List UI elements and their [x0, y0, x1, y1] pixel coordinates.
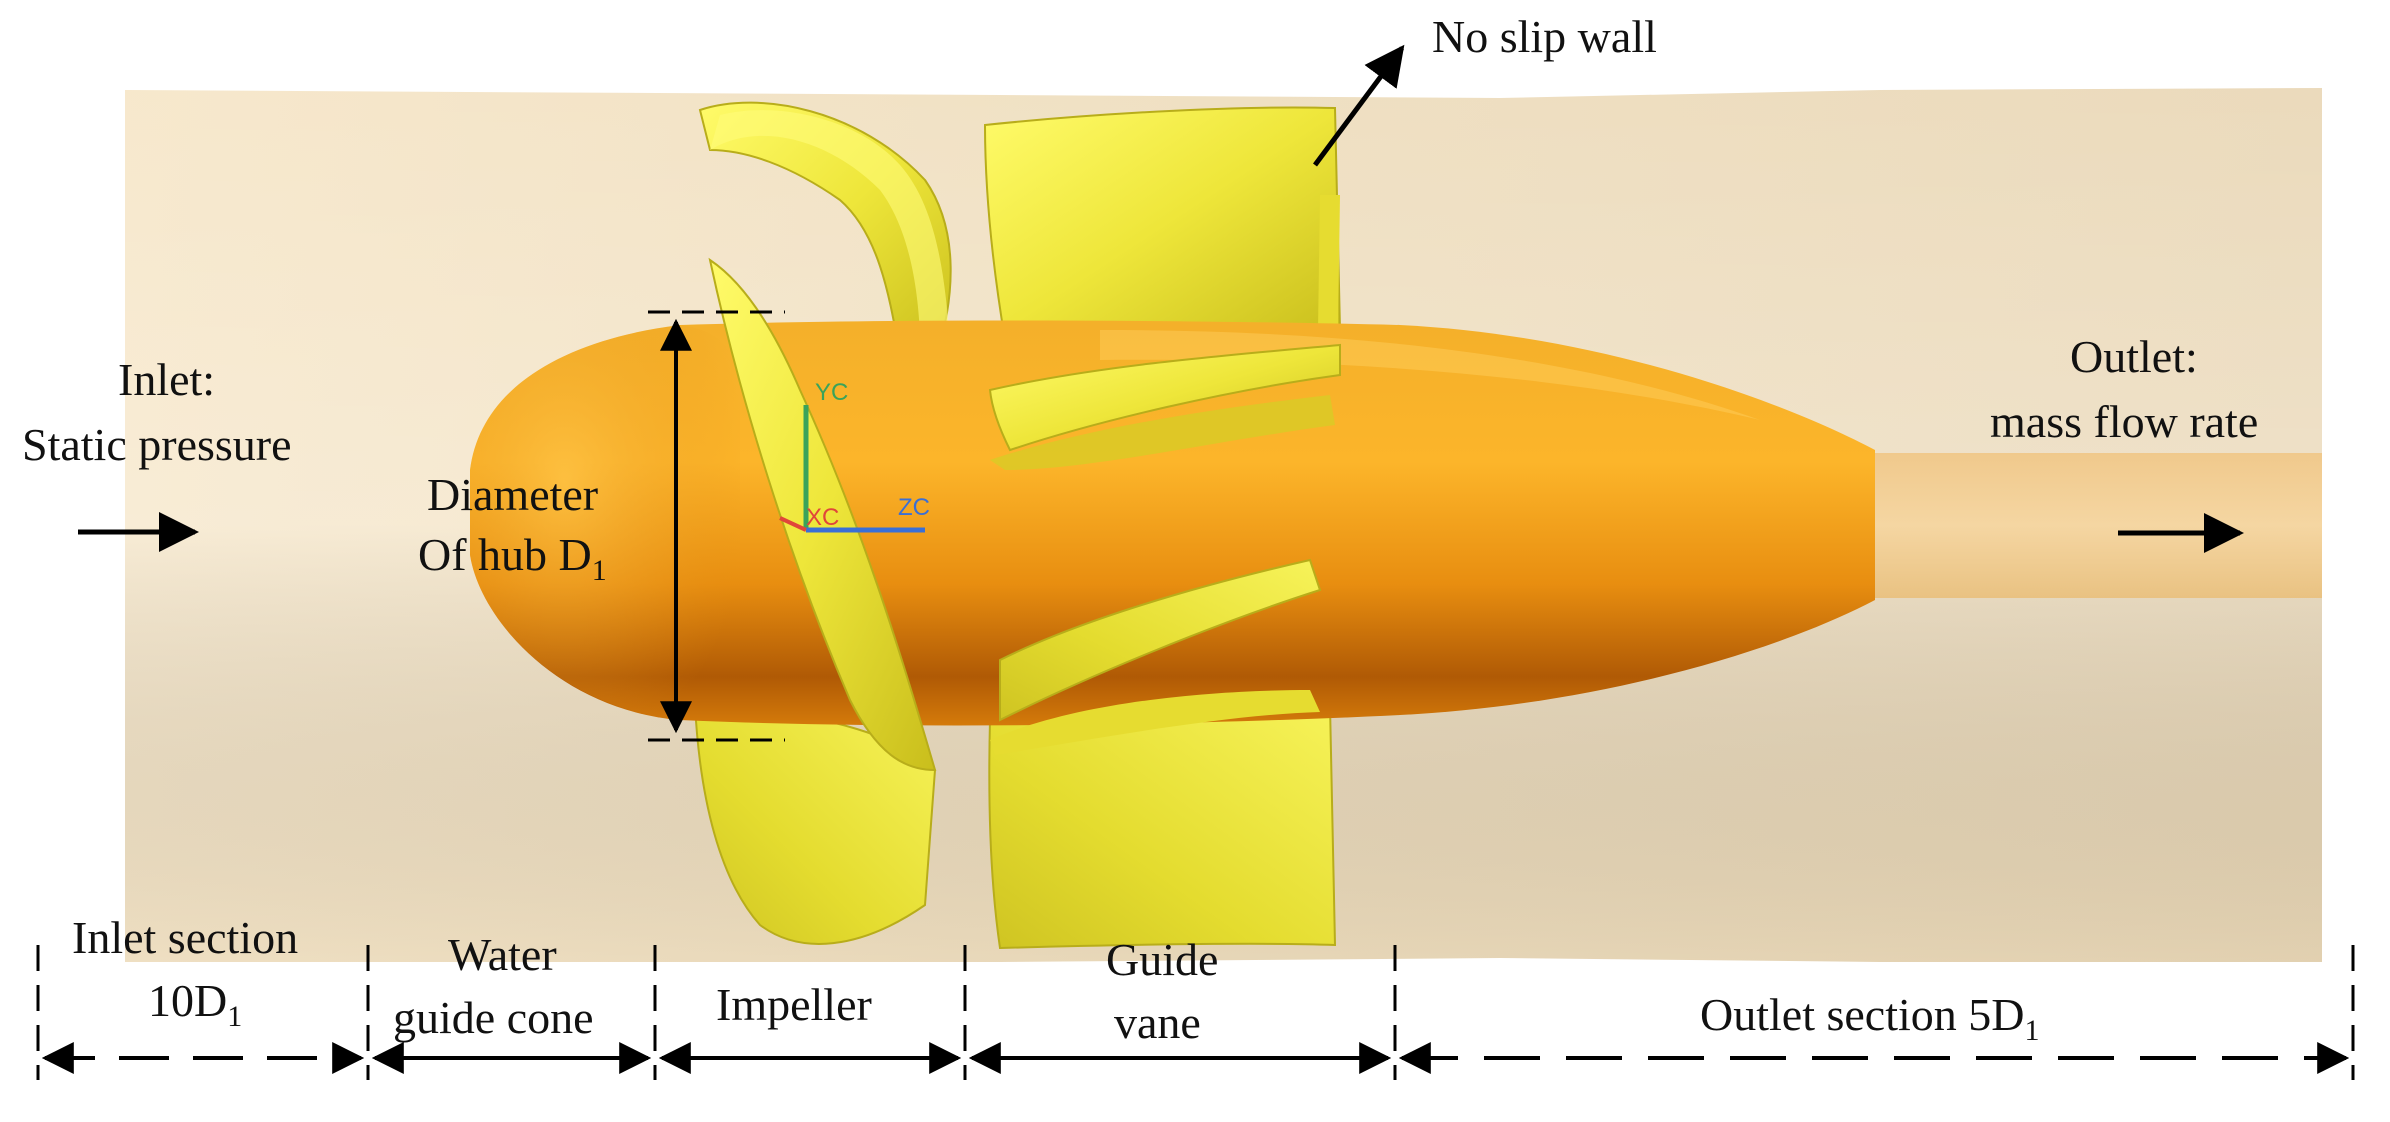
diameter-label-sub: 1	[592, 554, 607, 587]
diameter-label-line2: Of hub D	[418, 529, 592, 580]
diameter-annotation: Diameter Of hub D1	[418, 469, 607, 587]
impeller-section-label: Impeller	[716, 979, 872, 1030]
section-labels: Inlet section 10D1 Water guide cone Impe…	[72, 912, 2040, 1048]
x-axis-icon	[779, 516, 807, 532]
outlet-pipe	[1870, 453, 2322, 598]
inlet-label-line2: Static pressure	[22, 419, 292, 470]
cone-section-line2: guide cone	[393, 992, 594, 1043]
inlet-label-line1: Inlet:	[118, 354, 215, 405]
wall-pointer: No slip wall	[1312, 11, 1657, 167]
outlet-label-line2: mass flow rate	[1990, 396, 2258, 447]
coordinate-triad: YC XC ZC	[779, 379, 930, 533]
outlet-annotation: Outlet: mass flow rate	[1990, 331, 2258, 553]
section-dividers	[36, 945, 2355, 1080]
inlet-section-sub: 1	[227, 1000, 242, 1033]
outlet-label-line1: Outlet:	[2070, 331, 2198, 382]
cone-section-line1: Water	[448, 929, 557, 980]
vane-section-line1: Guide	[1106, 934, 1218, 985]
outlet-section-line1: Outlet section 5D	[1700, 989, 2025, 1040]
z-axis-label: ZC	[898, 494, 930, 521]
svg-text:Of hub D1: Of hub D1	[418, 529, 607, 587]
guide-vanes	[983, 106, 1342, 950]
svg-text:Outlet section 5D1: Outlet section 5D1	[1700, 989, 2040, 1047]
y-axis-label: YC	[815, 379, 848, 406]
outlet-section-sub: 1	[2025, 1014, 2040, 1047]
diameter-label-line1: Diameter	[427, 469, 598, 520]
x-axis-label: XC	[806, 504, 839, 531]
inlet-annotation: Inlet: Static pressure	[22, 354, 292, 552]
front-blades	[708, 257, 1341, 772]
inlet-section-line2: 10D	[148, 975, 227, 1026]
inlet-section-line1: Inlet section	[72, 912, 298, 963]
svg-text:10D1: 10D1	[148, 975, 242, 1033]
vane-section-line2: vane	[1114, 997, 1201, 1048]
hub-diameter-indicator	[648, 310, 785, 742]
wall-label: No slip wall	[1432, 11, 1657, 62]
